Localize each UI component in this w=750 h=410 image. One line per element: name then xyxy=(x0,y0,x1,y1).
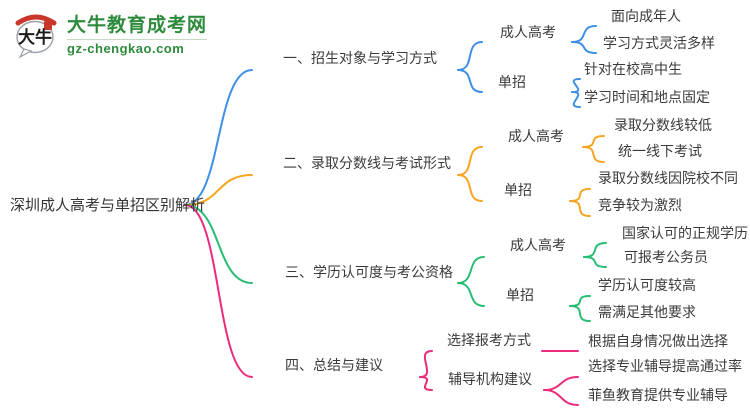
branch-4-subtopic-1[interactable]: 选择报考方式 xyxy=(447,332,531,348)
branch-2-topic[interactable]: 二、录取分数线与考试形式 xyxy=(283,155,451,171)
connector-line xyxy=(419,376,433,391)
connector-line xyxy=(184,174,253,206)
branch-2-subtopic-1-detail-2[interactable]: 统一线下考试 xyxy=(618,143,702,159)
branch-1-subtopic-2-detail-2[interactable]: 学习时间和地点固定 xyxy=(584,89,710,105)
connector-line xyxy=(457,69,483,93)
branch-1-topic[interactable]: 一、招生对象与学习方式 xyxy=(283,50,437,66)
branch-4-topic[interactable]: 四、总结与建议 xyxy=(285,357,383,373)
branch-3-subtopic-2-detail-1[interactable]: 学历认可度较高 xyxy=(598,277,696,293)
root-topic[interactable]: 深圳成人高考与单招区别解析 xyxy=(10,197,206,214)
site-name: 大牛教育成考网 xyxy=(67,14,208,36)
branch-3-topic[interactable]: 三、学历认可度与考公资格 xyxy=(285,264,453,280)
connector-line xyxy=(543,376,579,391)
connector-line xyxy=(543,389,579,406)
connector-line xyxy=(184,204,253,284)
branch-4-subtopic-2-detail-2[interactable]: 菲鱼教育提供专业辅导 xyxy=(588,387,728,403)
branch-4-subtopic-2-detail-1[interactable]: 选择专业辅导提高通过率 xyxy=(588,358,742,374)
branch-3-subtopic-2[interactable]: 单招 xyxy=(506,287,534,303)
connector-line xyxy=(457,256,485,284)
branch-4-subtopic-1-detail-1[interactable]: 根据自身情况做出选择 xyxy=(588,333,728,349)
connector-line xyxy=(457,146,483,176)
connector-line xyxy=(571,41,597,54)
connector-line xyxy=(582,146,605,163)
branch-1-subtopic-2[interactable]: 单招 xyxy=(498,74,526,90)
branch-1-subtopic-1[interactable]: 成人高考 xyxy=(500,24,556,40)
logo-bubble-svg: 大牛 xyxy=(15,14,57,59)
site-logo: 大牛 大牛教育成考网 gz-chengkao.com xyxy=(12,10,208,60)
logo-bubble-icon: 大牛 xyxy=(12,10,60,60)
connector-line xyxy=(569,295,591,307)
branch-4-subtopic-2[interactable]: 辅导机构建议 xyxy=(448,371,532,387)
branch-1-subtopic-2-detail-1[interactable]: 针对在校高中生 xyxy=(584,61,682,77)
site-url: gz-chengkao.com xyxy=(67,38,208,56)
logo-text-block: 大牛教育成考网 gz-chengkao.com xyxy=(67,14,208,56)
connector-line xyxy=(457,174,483,202)
branch-3-subtopic-2-detail-2[interactable]: 需满足其他要求 xyxy=(598,304,696,320)
branch-1-subtopic-1-detail-2[interactable]: 学习方式灵活多样 xyxy=(603,35,715,51)
connector-line xyxy=(569,200,591,217)
connector-line xyxy=(569,305,591,322)
branch-2-subtopic-1-detail-1[interactable]: 录取分数线较低 xyxy=(614,117,712,133)
branch-2-subtopic-2-detail-1[interactable]: 录取分数线因院校不同 xyxy=(598,170,738,186)
connector-line xyxy=(419,350,433,378)
connector-line xyxy=(571,78,581,93)
connector-line xyxy=(457,282,485,307)
connector-line xyxy=(583,242,607,258)
connector-line xyxy=(184,204,253,378)
logo-calligraphy-text: 大牛 xyxy=(18,27,52,47)
connector-line xyxy=(571,25,597,43)
branch-3-subtopic-1[interactable]: 成人高考 xyxy=(510,237,566,253)
branch-1-subtopic-1-detail-1[interactable]: 面向成年人 xyxy=(611,8,681,24)
branch-2-subtopic-2-detail-2[interactable]: 竞争较为激烈 xyxy=(598,197,682,213)
branch-2-subtopic-1[interactable]: 成人高考 xyxy=(508,128,564,144)
connector-line xyxy=(583,256,607,268)
branch-3-subtopic-1-detail-2[interactable]: 可报考公务员 xyxy=(624,249,708,265)
connector-line xyxy=(457,41,483,71)
connector-line xyxy=(571,91,581,108)
connector-line xyxy=(184,69,253,206)
connector-line xyxy=(569,188,591,202)
connector-line xyxy=(582,135,605,148)
branch-3-subtopic-1-detail-1[interactable]: 国家认可的正规学历 xyxy=(622,225,748,241)
branch-2-subtopic-2[interactable]: 单招 xyxy=(504,182,532,198)
